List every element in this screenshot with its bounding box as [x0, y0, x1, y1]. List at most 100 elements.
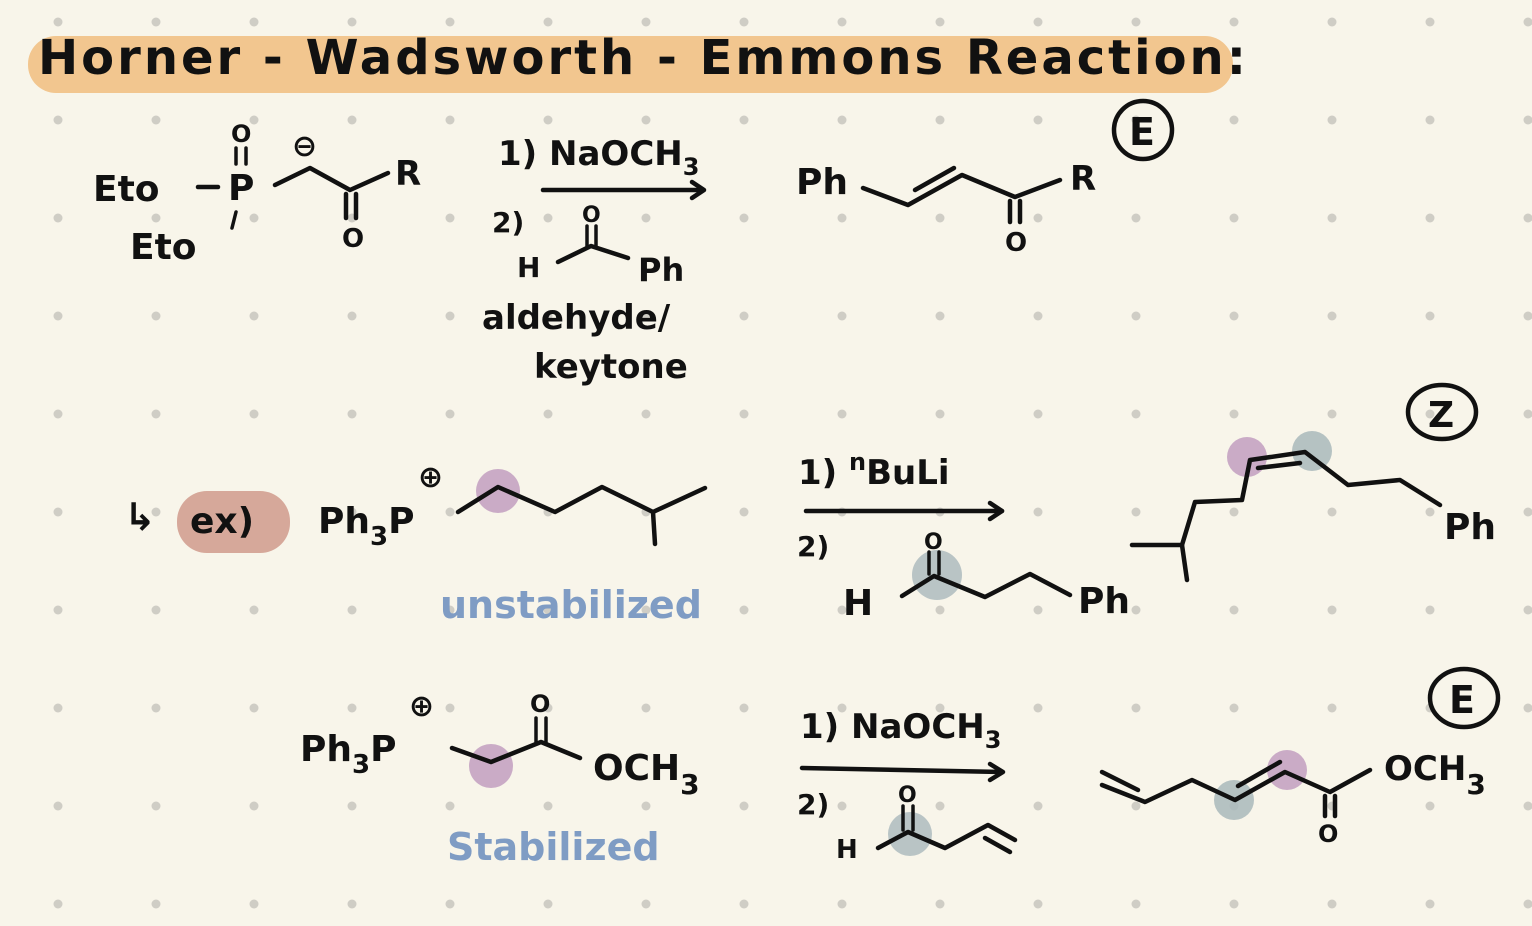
grid-dot: [445, 801, 455, 811]
grid-dot: [1523, 605, 1532, 615]
grid-dot: [1523, 115, 1532, 125]
row2-ph3p-label: Ph3P: [318, 501, 415, 552]
row3-aldehyde-oxygen: O: [898, 783, 917, 808]
product-r-label: R: [1070, 159, 1096, 199]
row2-product-methyl-branch: [1179, 542, 1190, 583]
grid-dot: [151, 899, 161, 909]
row3-product-chain: [1099, 767, 1373, 805]
e-geometry-badge-label: E: [1129, 110, 1155, 154]
row2-product-ph-label: Ph: [1444, 507, 1496, 548]
row3-product-och3: OCH3: [1384, 749, 1486, 801]
grid-dot: [1033, 213, 1043, 223]
benzaldehyde-h: H: [517, 251, 540, 284]
unstabilized-label: unstabilized: [440, 583, 702, 627]
row3-product-marker-purple: [1267, 750, 1307, 790]
grid-dot: [249, 311, 259, 321]
row1-reactant-phosphonate: O P Eto Eto ⊖ O R: [93, 120, 421, 268]
grid-dot: [347, 703, 357, 713]
example-label: ex): [190, 501, 254, 542]
grid-dot: [1523, 213, 1532, 223]
grid-dot: [1131, 409, 1141, 419]
grid-dot: [543, 17, 553, 27]
grid-dot: [1523, 703, 1532, 713]
title-highlight: [28, 36, 1233, 93]
grid-dot: [641, 605, 651, 615]
grid-dot: [53, 507, 63, 517]
row2-step2-label: 2): [797, 530, 829, 563]
e-geometry-badge-circle: [1111, 98, 1175, 162]
row2-reactant-ylide: Ph3P ⊕ unstabilized: [318, 460, 708, 627]
grid-dot: [641, 703, 651, 713]
stabilized-label: Stabilized: [447, 825, 660, 869]
grid-dot: [445, 409, 455, 419]
row3-ph3p-label: Ph3P: [300, 729, 397, 780]
grid-dot: [1131, 899, 1141, 909]
grid-dot: [1131, 17, 1141, 27]
row1-conditions: 1) NaOCH3 2) O H Ph aldehyde/ keytone: [482, 134, 707, 387]
benzaldehyde-ph: Ph: [638, 251, 684, 289]
row3-step2-label: 2): [797, 788, 829, 821]
grid-dot: [837, 801, 847, 811]
grid-dot: [1523, 17, 1532, 27]
example-highlight: [177, 491, 290, 553]
e-geometry-badge-2-label: E: [1449, 678, 1475, 722]
row3-product-oxygen: O: [1318, 820, 1338, 848]
grid-dot: [1327, 115, 1337, 125]
grid-dot: [249, 703, 259, 713]
grid-dot: [249, 115, 259, 125]
grid-dot: [151, 703, 161, 713]
grid-dot: [641, 311, 651, 321]
grid-dot: [1327, 213, 1337, 223]
row1-step2-label: 2): [492, 206, 524, 239]
grid-dot: [1229, 703, 1239, 713]
grid-dot: [445, 605, 455, 615]
grid-dot: [1033, 605, 1043, 615]
grid-dot: [1131, 703, 1141, 713]
grid-dot: [249, 801, 259, 811]
benzaldehyde-bonds: [555, 243, 631, 265]
grid-dot: [1327, 899, 1337, 909]
grid-dot: [837, 605, 847, 615]
grid-dot: [935, 311, 945, 321]
product-oxygen-label: O: [1005, 228, 1027, 258]
row3-step1-label: 1) NaOCH3: [800, 707, 1001, 754]
row2-conditions: 1) nBuLi 2) O H Ph: [797, 448, 1130, 624]
grid-dot: [739, 311, 749, 321]
grid-dot: [1033, 899, 1043, 909]
grid-dot: [347, 17, 357, 27]
e-geometry-badge-2-circle: [1427, 666, 1501, 730]
row3-product-internal-alkene: [1235, 759, 1283, 789]
grid-dot: [1425, 605, 1435, 615]
grid-dot: [1033, 801, 1043, 811]
grid-dot: [739, 115, 749, 125]
grid-dot: [1131, 507, 1141, 517]
z-geometry-badge-circle: [1405, 382, 1479, 442]
grid-dot: [641, 17, 651, 27]
grid-dot: [445, 213, 455, 223]
grid-dot: [347, 899, 357, 909]
grid-dot: [1327, 507, 1337, 517]
grid-dot: [739, 605, 749, 615]
grid-dot: [151, 409, 161, 419]
grid-dot: [935, 703, 945, 713]
row2-product-alkene-second-bond: [1255, 460, 1303, 471]
grid-dot: [347, 115, 357, 125]
grid-dot: [641, 409, 651, 419]
grid-dot: [1033, 507, 1043, 517]
row1-step1-label: 1) NaOCH3: [498, 134, 699, 181]
grid-dot: [1229, 213, 1239, 223]
grid-dot: [837, 703, 847, 713]
benzaldehyde-oxygen: O: [582, 203, 601, 228]
grid-dot: [1033, 311, 1043, 321]
row2-isopropyl-branch: [650, 509, 658, 547]
grid-dot: [249, 213, 259, 223]
grid-dot: [1131, 801, 1141, 811]
ethoxy-label-1: Eto: [93, 169, 160, 210]
aldehyde-note-line2: keytone: [534, 347, 688, 387]
grid-dot: [53, 605, 63, 615]
grid-dot: [53, 409, 63, 419]
grid-dot: [543, 213, 553, 223]
grid-dot: [151, 213, 161, 223]
grid-dot: [543, 801, 553, 811]
grid-dot: [1229, 311, 1239, 321]
